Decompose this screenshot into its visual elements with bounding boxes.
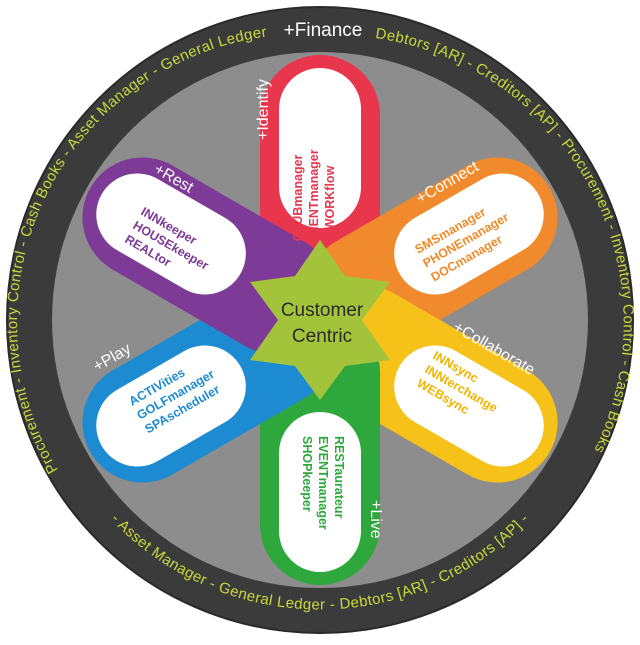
petal-identify-item-1: CLUBmanager xyxy=(291,154,305,241)
core-line-1: Customer xyxy=(281,300,364,321)
petal-connect-panel xyxy=(394,173,544,295)
ring-top-label: +Finance xyxy=(284,20,363,41)
petal-live-item-2: EVENTmanager xyxy=(316,436,330,530)
petal-live-item-3: SHOPkeeper xyxy=(300,436,314,512)
petal-identify-title: +Identify xyxy=(255,79,272,140)
petal-live-title: +Live xyxy=(367,500,384,539)
petal-live-item-1: RESTaurateur xyxy=(332,436,346,519)
petal-rest-panel xyxy=(96,173,246,295)
petal-identify-item-3: WORKflow xyxy=(323,165,337,230)
petal-identify-panel xyxy=(279,68,361,228)
petal-live-panel xyxy=(279,412,361,572)
core-line-2: Centric xyxy=(292,326,352,347)
petal-identify-item-2: CLIENTmanager xyxy=(307,149,321,246)
petal-collaborate-panel xyxy=(394,345,544,467)
petal-play-panel xyxy=(96,345,246,467)
core-star xyxy=(250,240,390,400)
